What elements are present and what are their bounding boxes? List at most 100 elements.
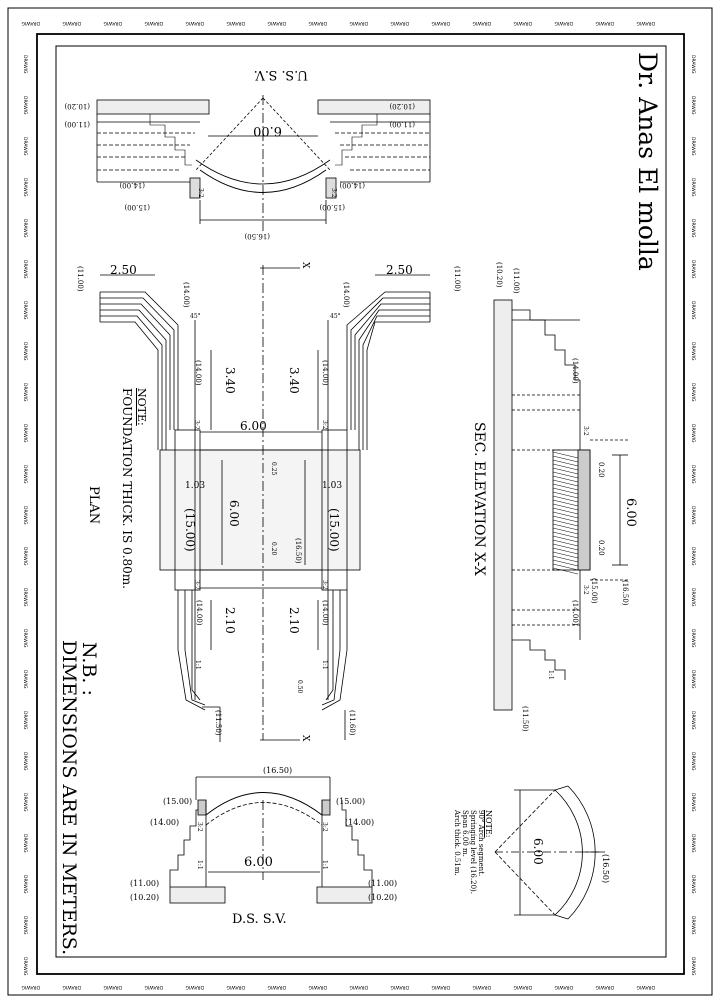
- border-tag: DRAWIG: [636, 20, 655, 26]
- border-tag: DRAWIG: [690, 96, 696, 115]
- hatch-line: [552, 483, 579, 491]
- border-tag: DRAWIG: [22, 711, 28, 730]
- border-tag: DRAWIG: [690, 178, 696, 197]
- dimension-label: 3:2: [321, 822, 328, 832]
- dimension-label: 3:2: [321, 420, 328, 430]
- dimension-label: 45°: [190, 313, 201, 320]
- dimension-label: (11.00): [368, 879, 397, 888]
- plan-title: PLAN: [86, 486, 101, 525]
- border-tag: DRAWIG: [431, 984, 450, 990]
- dimension-label: (14.00): [342, 282, 350, 308]
- dimension-label: 1.03: [322, 481, 342, 491]
- border-tag: DRAWIG: [472, 984, 491, 990]
- border-tag: DRAWIG: [22, 916, 28, 935]
- border-tag: DRAWIG: [22, 424, 28, 443]
- plan-view: [99, 265, 431, 742]
- border-tag: DRAWIG: [21, 20, 40, 26]
- dimension-label: 2.10: [287, 607, 301, 634]
- border-tag: DRAWIG: [513, 984, 532, 990]
- border-tag: DRAWIG: [22, 547, 28, 566]
- border-tag: DRAWIG: [690, 137, 696, 156]
- border-tag: DRAWIG: [22, 465, 28, 484]
- border-tag: DRAWIG: [308, 20, 327, 26]
- dimension-label: 6.00: [240, 419, 267, 433]
- hatch-line: [552, 531, 579, 539]
- ds-sv-title: D.S. S.V.: [232, 912, 287, 927]
- border-tag: DRAWIG: [690, 383, 696, 402]
- arch-detail: [494, 785, 605, 920]
- border-tag: DRAWIG: [513, 20, 532, 26]
- arch-span: 6.00: [531, 838, 545, 865]
- dimension-label: (11.60): [348, 710, 356, 736]
- dimension-label: (10.20): [368, 893, 397, 902]
- outer-frame: [7, 7, 713, 996]
- hatch-line: [552, 459, 579, 467]
- plan-note-heading: NOTE:: [135, 388, 148, 426]
- hatch-line: [552, 507, 579, 515]
- elevation-span: 6.00: [623, 498, 638, 527]
- us-sv-span: 6.00: [253, 123, 282, 138]
- dimension-label: (16.50): [263, 766, 292, 775]
- border-tag: DRAWIG: [22, 178, 28, 197]
- arch-crown-level: (16.50): [601, 854, 610, 884]
- arch-note-line: Springing level (16.20).: [469, 810, 477, 894]
- dimension-label: 2.50: [110, 263, 137, 277]
- dimension-label: (11.00): [64, 120, 90, 128]
- dimension-label: 1:1: [194, 660, 201, 670]
- border-tag: DRAWIG: [144, 984, 163, 990]
- dimension-label: (14.00): [194, 360, 202, 386]
- hatch-line: [552, 559, 579, 567]
- border-tag: DRAWIG: [267, 20, 286, 26]
- border-tag: DRAWIG: [62, 20, 81, 26]
- dimension-label: 3:2: [330, 188, 337, 198]
- border-tag: DRAWIG: [22, 670, 28, 689]
- plan-note-text: FOUNDATION THICK. IS 0.80m.: [120, 388, 134, 589]
- border-tag: DRAWIG: [22, 137, 28, 156]
- dimension-label: (14.00): [321, 360, 329, 386]
- border-tag: DRAWIG: [690, 588, 696, 607]
- dimension-label: 2.10: [223, 607, 237, 634]
- border-tag: DRAWIG: [185, 984, 204, 990]
- hatch-line: [552, 523, 579, 531]
- drawing-frame: [55, 45, 667, 958]
- border-tag: DRAWIG: [22, 96, 28, 115]
- dimension-label: (11.00): [130, 879, 159, 888]
- border-tag: DRAWIG: [595, 20, 614, 26]
- border-tag: DRAWIG: [431, 20, 450, 26]
- dimension-label: (16.50): [621, 580, 629, 606]
- dimension-label: (16.50): [244, 232, 270, 240]
- inner-frame: [36, 33, 685, 975]
- hatch-line: [552, 479, 579, 487]
- dimension-label: 3.40: [223, 367, 237, 394]
- border-tag: DRAWIG: [472, 20, 491, 26]
- elevation-hatch: [552, 451, 579, 575]
- dimension-label: 0.25: [270, 462, 277, 476]
- arch-note-line: Arch thick. 0.51m.: [453, 810, 461, 876]
- border-tag: DRAWIG: [22, 834, 28, 853]
- hatch-line: [552, 475, 579, 483]
- dimension-label: (11.00): [76, 266, 84, 292]
- border-tag: DRAWIG: [62, 984, 81, 990]
- hatch-line: [552, 527, 579, 535]
- dimension-label: (14.00): [119, 181, 145, 189]
- dimension-label: (11.00): [512, 268, 520, 294]
- arch-note-line: 90° Arch segment.: [477, 810, 485, 877]
- border-tag: DRAWIG: [690, 342, 696, 361]
- hatch-line: [552, 535, 579, 543]
- hatch-line: [552, 555, 579, 563]
- border-tag: DRAWIG: [690, 301, 696, 320]
- hatch-line: [552, 567, 579, 575]
- hatch-line: [552, 491, 579, 499]
- hatch-line: [552, 451, 579, 459]
- dimension-label: (11.50): [214, 710, 222, 736]
- border-tag: DRAWIG: [185, 20, 204, 26]
- border-tag: DRAWIG: [690, 916, 696, 935]
- border-tag: DRAWIG: [22, 875, 28, 894]
- border-tag: DRAWIG: [22, 752, 28, 771]
- dimension-label: 1:1: [196, 860, 203, 870]
- us-side-view: [96, 95, 431, 232]
- dimension-label: (11.00): [389, 120, 415, 128]
- border-tag: DRAWIG: [554, 984, 573, 990]
- dimension-label: 1:1: [321, 660, 328, 670]
